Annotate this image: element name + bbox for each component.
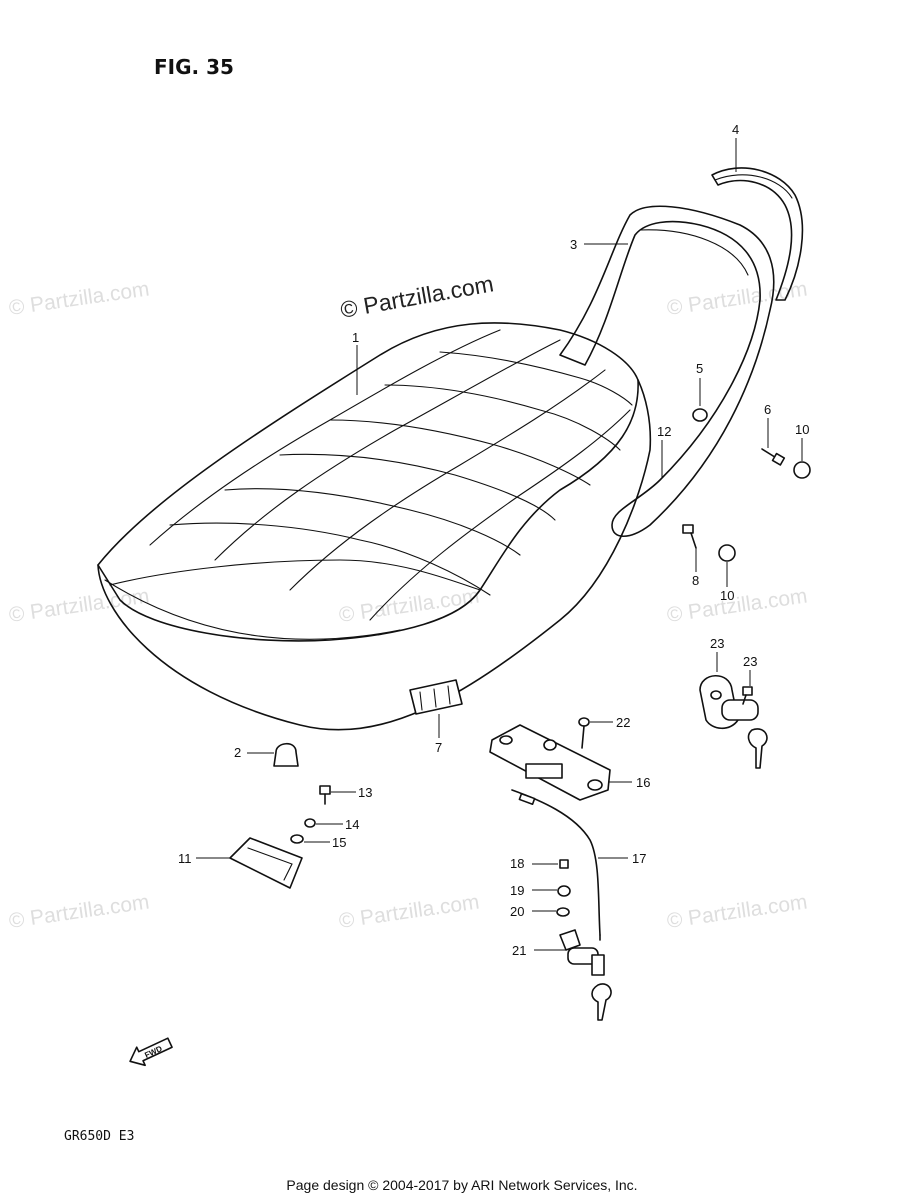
figure-title: FIG. 35	[154, 55, 234, 79]
watermark-main: © Partzilla.com	[338, 270, 495, 323]
watermark: © Partzilla.com	[7, 277, 150, 319]
callout-10b: 10	[720, 588, 734, 603]
callout-22: 23	[710, 636, 724, 651]
rail-cover-part	[711, 167, 804, 301]
callout-17: 22	[616, 715, 630, 730]
watermark: © Partzilla.com	[665, 890, 808, 932]
screw-part	[742, 686, 753, 705]
callout-4: 3	[570, 237, 577, 252]
latch-assembly-part	[489, 724, 611, 801]
bumper-part	[273, 742, 299, 767]
watermark: © Partzilla.com	[665, 584, 808, 626]
page-footer: Page design © 2004-2017 by ARI Network S…	[286, 1177, 637, 1193]
model-code: GR650D E3	[64, 1129, 134, 1144]
screw-part	[559, 859, 569, 869]
nut-part	[692, 408, 708, 422]
watermark: © Partzilla.com	[7, 890, 150, 932]
watermark: © Partzilla.com	[337, 584, 480, 626]
nut-part	[557, 885, 571, 897]
callout-19: 18	[510, 856, 524, 871]
callout-10a: 10	[795, 422, 809, 437]
callout-18: 21	[512, 943, 526, 958]
hook-bracket-part	[229, 837, 303, 889]
lock-part	[559, 929, 612, 1021]
fwd-arrow-icon: FWD	[129, 1037, 173, 1067]
callout-2: 2	[234, 745, 241, 760]
callout-23: 23	[743, 654, 757, 669]
washer-part	[304, 818, 316, 828]
watermark: © Partzilla.com	[7, 584, 150, 626]
cap-part	[718, 544, 736, 562]
cable-part	[511, 789, 601, 941]
callout-11: 11	[178, 851, 192, 866]
callout-9: 12	[657, 424, 671, 439]
callout-6: 6	[764, 402, 771, 417]
callout-12: 13	[358, 785, 372, 800]
callout-16: 17	[632, 851, 646, 866]
lock-bracket-part	[699, 675, 768, 769]
callout-14: 15	[332, 835, 346, 850]
seat-part	[97, 322, 652, 731]
watermark: © Partzilla.com	[665, 277, 808, 319]
bolt-part	[319, 785, 331, 805]
grab-rail-part	[559, 205, 775, 538]
cap-part	[793, 461, 811, 479]
screw-part	[578, 717, 590, 749]
callout-15: 16	[636, 775, 650, 790]
bolt-part	[761, 448, 786, 466]
callout-8: 8	[692, 573, 699, 588]
callout-7: 5	[696, 361, 703, 376]
callout-1: 1	[352, 330, 359, 345]
callout-13: 14	[345, 817, 359, 832]
cushion-part	[409, 679, 463, 715]
watermark: © Partzilla.com	[337, 890, 480, 932]
callout-21: 20	[510, 904, 524, 919]
callout-3: 7	[435, 740, 442, 755]
bolt-part	[682, 524, 697, 549]
fwd-label: FWD	[143, 1044, 164, 1060]
washer-part	[556, 907, 570, 917]
callout-5: 4	[732, 122, 739, 137]
callout-20: 19	[510, 883, 524, 898]
spacer-part	[290, 834, 304, 844]
